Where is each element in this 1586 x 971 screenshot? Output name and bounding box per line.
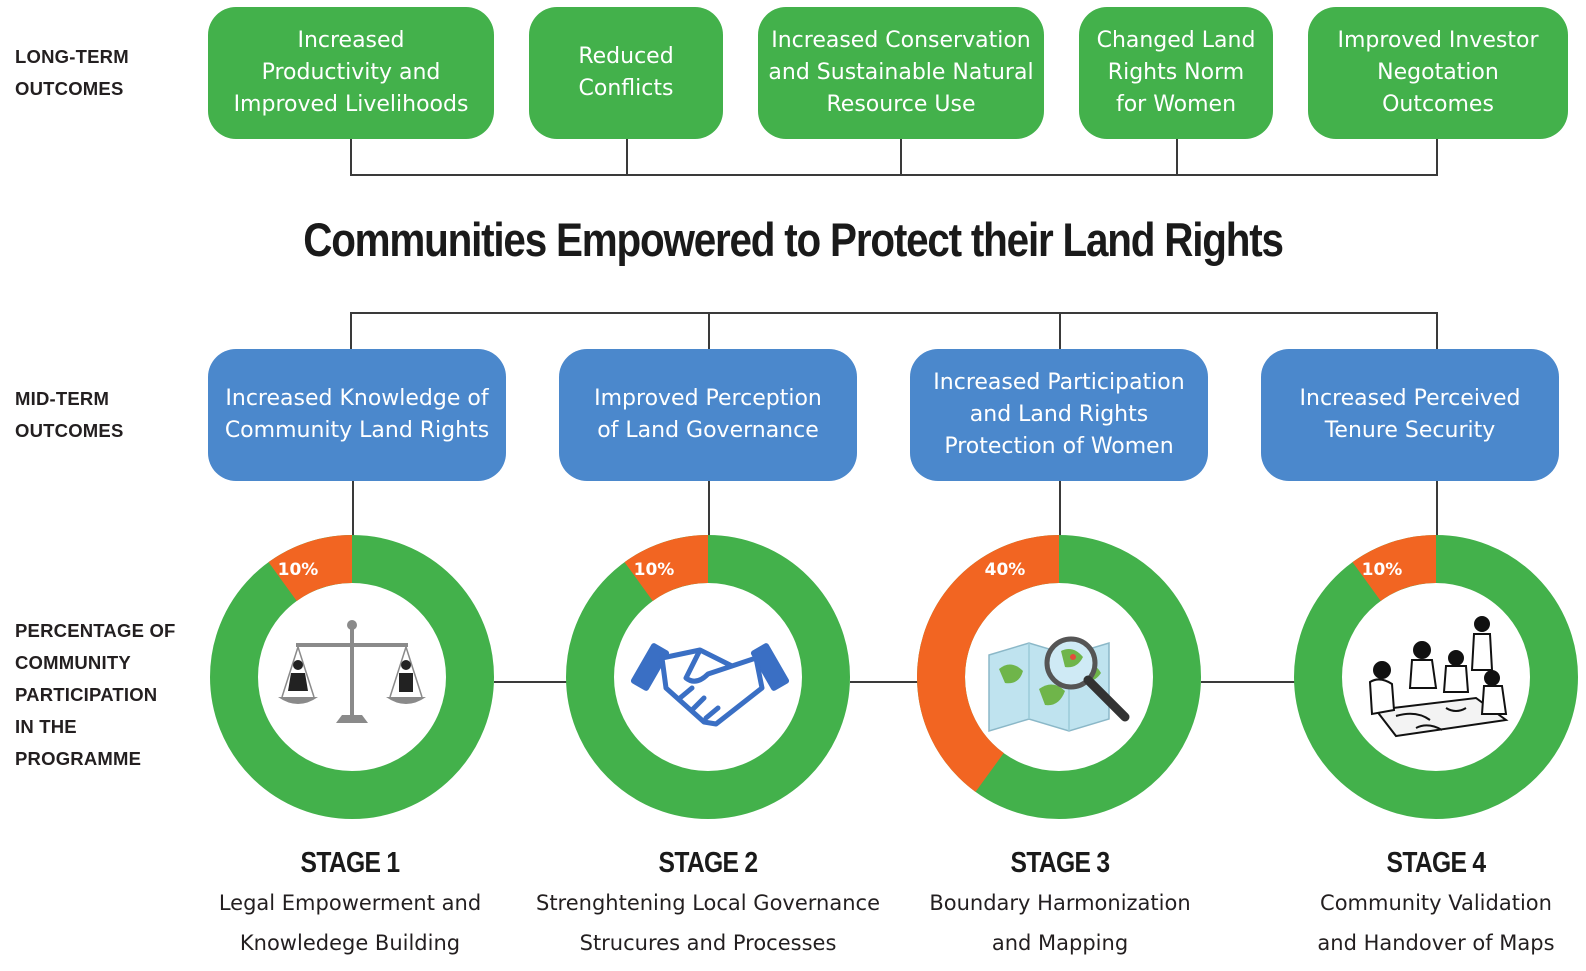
percentage-label: 10% xyxy=(1362,560,1403,580)
stage-title: STAGE 1 xyxy=(300,847,401,879)
percentage-label: 40% xyxy=(985,560,1026,580)
connector-line xyxy=(1436,481,1438,537)
stage-description: Boundary Harmonization and Mapping xyxy=(929,891,1191,955)
percentage-label: 10% xyxy=(634,560,675,580)
mid-term-outcome-2: Improved Perception of Land Governance xyxy=(559,349,857,481)
long-term-outcome-4: Changed Land Rights Norm for Women xyxy=(1079,7,1273,139)
donut-participation-segment xyxy=(1352,535,1436,601)
stage-description: Strenghtening Local Governance Strucures… xyxy=(535,891,880,955)
participation-donut-4: 10% xyxy=(1294,535,1578,819)
connector-line xyxy=(626,139,628,175)
stage-4-caption: STAGE 4 Community Validation and Handove… xyxy=(1256,843,1586,963)
donut-center xyxy=(1342,583,1530,771)
connector-line xyxy=(350,174,1438,176)
diagram-title: Communities Empowered to Protect their L… xyxy=(303,213,1284,266)
stage-title: STAGE 4 xyxy=(1386,847,1487,879)
connector-line xyxy=(850,681,919,683)
long-term-outcome-2: Reduced Conflicts xyxy=(529,7,723,139)
stage-3-caption: STAGE 3 Boundary Harmonization and Mappi… xyxy=(880,843,1240,963)
stage-title: STAGE 2 xyxy=(658,847,759,879)
mid-term-outcome-1: Increased Knowledge of Community Land Ri… xyxy=(208,349,506,481)
stage-2-caption: STAGE 2 Strenghtening Local Governance S… xyxy=(528,843,888,963)
mid-term-outcome-3: Increased Participation and Land Rights … xyxy=(910,349,1208,481)
row-label-long-term: LONG-TERM OUTCOMES xyxy=(15,46,129,99)
stage-description: Community Validation and Handover of Map… xyxy=(1317,891,1555,955)
connector-line xyxy=(350,312,352,350)
long-term-outcome-1: Increased Productivity and Improved Live… xyxy=(208,7,494,139)
donut-participation-segment xyxy=(916,535,1059,792)
connector-line xyxy=(900,139,902,175)
connector-line xyxy=(350,139,352,175)
donut-participation-segment xyxy=(624,535,708,601)
connector-line xyxy=(1436,312,1438,350)
connector-line xyxy=(1436,139,1438,175)
connector-line xyxy=(352,481,354,537)
handshake-icon xyxy=(630,643,790,727)
stage-description: Legal Empowerment and Knowledege Buildin… xyxy=(218,891,482,955)
row-label-mid-term: MID-TERM OUTCOMES xyxy=(15,388,124,441)
percentage-label: 10% xyxy=(278,560,319,580)
connector-line xyxy=(1176,139,1178,175)
long-term-outcome-5: Improved Investor Negotation Outcomes xyxy=(1308,7,1568,139)
connector-line xyxy=(708,481,710,537)
stage-title: STAGE 3 xyxy=(1010,847,1111,879)
connector-line xyxy=(1059,481,1061,537)
map-magnifier-icon xyxy=(988,636,1130,733)
mid-term-outcome-4: Increased Perceived Tenure Security xyxy=(1261,349,1559,481)
scales-of-justice-icon xyxy=(278,620,426,723)
donut-participation-segment xyxy=(268,535,352,601)
connector-line xyxy=(1059,312,1061,350)
connector-line xyxy=(1201,681,1297,683)
connector-line xyxy=(494,681,568,683)
community-mapping-icon xyxy=(1368,616,1509,738)
row-label-participation: PERCENTAGE OF COMMUNITY PARTICIPATION IN… xyxy=(15,620,176,769)
long-term-outcome-3: Increased Conservation and Sustainable N… xyxy=(758,7,1044,139)
connector-line xyxy=(708,312,710,350)
connector-line xyxy=(350,312,1438,314)
stage-1-caption: STAGE 1 Legal Empowerment and Knowledege… xyxy=(170,843,530,963)
